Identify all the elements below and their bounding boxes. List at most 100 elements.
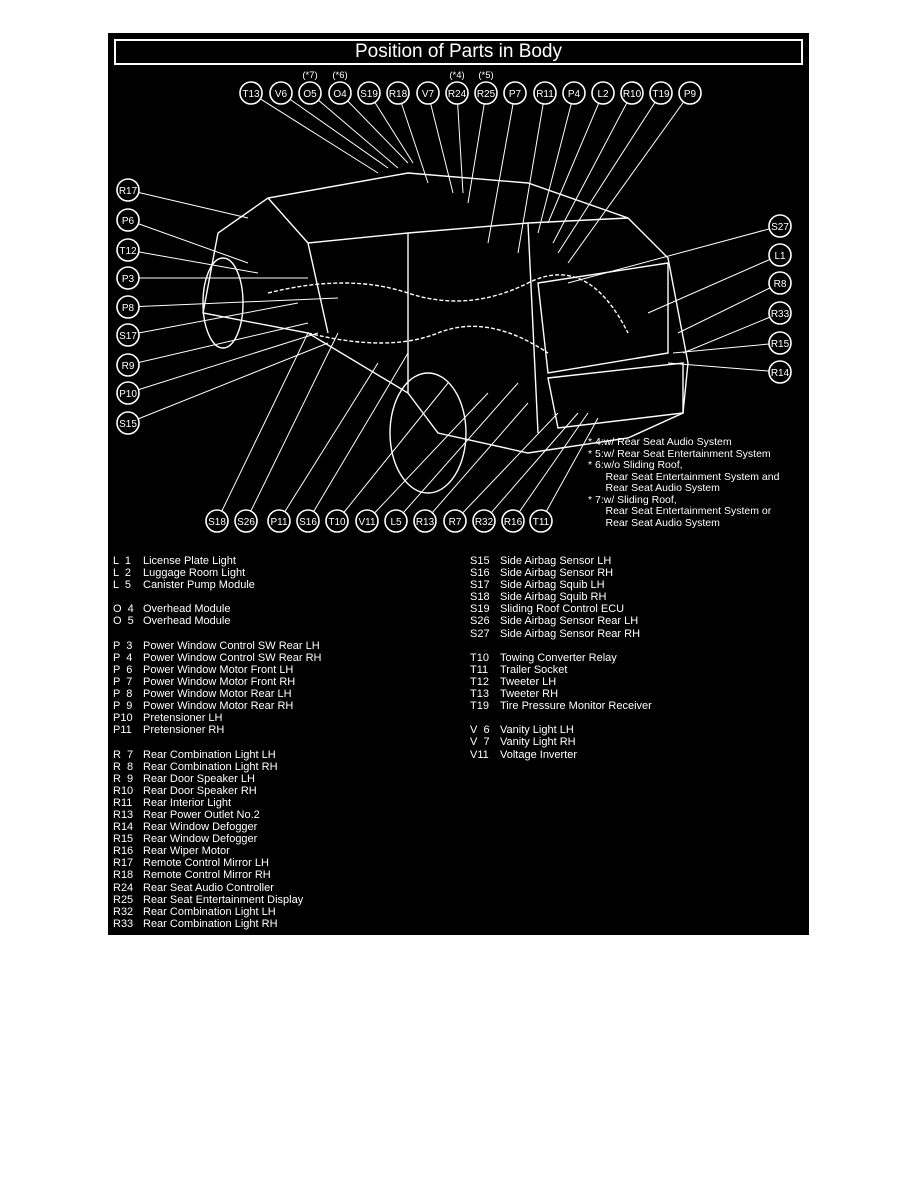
callout-label: P6	[122, 216, 135, 227]
callout-r7: R7	[443, 412, 559, 533]
callout-r32: R32	[472, 412, 579, 533]
legend-name: Rear Window Defogger	[143, 833, 258, 846]
callout-s15: S15	[116, 342, 329, 435]
legend-code: P 9	[113, 700, 133, 713]
callout-o5: O5(*7)	[298, 70, 399, 169]
callout-label: S26	[237, 517, 255, 528]
callout-circle	[355, 509, 379, 533]
callout-circle	[503, 81, 527, 105]
callout-label: P10	[119, 389, 137, 400]
callout-circle	[768, 214, 792, 238]
leader-line	[339, 92, 409, 164]
callout-label: T10	[328, 517, 346, 528]
legend-name: Pretensioner LH	[143, 712, 223, 725]
legend-name: Side Airbag Sensor RH	[500, 567, 614, 580]
callout-s19: S19	[357, 81, 414, 164]
legend-name: Rear Door Speaker LH	[143, 772, 255, 785]
callout-t12: T12	[116, 238, 259, 274]
legend-item: R24 Rear Seat Audio Controller	[113, 882, 322, 894]
legend-code: P11	[113, 724, 132, 737]
legend-code: L 2	[113, 567, 131, 580]
legend-name: Sliding Roof Control ECU	[500, 603, 625, 616]
leader-line	[127, 249, 259, 274]
callout-circle	[269, 81, 293, 105]
legend-code: R32	[113, 905, 134, 918]
callout-v7: V7	[416, 81, 454, 194]
callout-label: R18	[389, 89, 408, 100]
callout-circle	[384, 509, 408, 533]
leader-line	[366, 392, 489, 522]
legend-code: R10	[113, 784, 134, 797]
legend-name: Canister Pump Module	[143, 579, 255, 592]
callout-circle	[413, 509, 437, 533]
callout-circle	[768, 360, 792, 384]
legend-code: S26	[470, 615, 490, 628]
callout-circle	[591, 81, 615, 105]
callout-circle	[116, 238, 140, 262]
legend-code: P 7	[113, 675, 133, 688]
footnote-line: Rear Seat Entertainment System and	[588, 470, 780, 483]
legend-spacer	[113, 591, 322, 603]
legend-code: T12	[470, 675, 489, 688]
legend-name: Vanity Light LH	[500, 724, 574, 737]
legend-code: R33	[113, 917, 134, 930]
callout-note: (*6)	[332, 70, 347, 81]
legend-code: L 5	[113, 579, 131, 592]
legend-code: R14	[113, 821, 134, 834]
callout-label: S15	[119, 419, 137, 430]
callout-label: R11	[536, 89, 554, 100]
legend-name: Rear Seat Audio Controller	[143, 881, 274, 894]
callout-r9: R9	[116, 322, 309, 377]
callout-circle	[768, 331, 792, 355]
legend-code: R18	[113, 869, 134, 882]
callout-circle	[116, 208, 140, 232]
callout-label: P4	[568, 89, 581, 100]
leader-line	[427, 92, 454, 194]
leader-line	[567, 92, 691, 264]
callout-circle	[298, 81, 322, 105]
leader-line	[552, 92, 633, 244]
legend-code: T13	[470, 688, 489, 701]
legend-name: Tweeter LH	[500, 675, 557, 688]
callout-r17: R17	[116, 178, 249, 219]
callout-label: R13	[416, 517, 435, 528]
callout-p10: P10	[116, 332, 319, 405]
callout-circle	[562, 81, 586, 105]
callout-label: R17	[119, 186, 138, 197]
leader-line	[424, 402, 529, 522]
callout-circle	[328, 81, 352, 105]
callout-label: R14	[771, 368, 790, 379]
leader-line	[336, 382, 449, 522]
page-title: Position of Parts in Body	[114, 39, 803, 65]
callout-circle	[116, 411, 140, 435]
callout-circle	[325, 509, 349, 533]
legend-name: Towing Converter Relay	[500, 651, 617, 664]
leader-line	[250, 92, 379, 174]
footnote-line: Rear Seat Audio System	[588, 516, 720, 529]
callout-circle	[768, 243, 792, 267]
callout-circle	[386, 81, 410, 105]
callout-s27: S27	[567, 214, 792, 284]
legend-code: R24	[113, 881, 134, 894]
callout-label: P3	[122, 274, 135, 285]
callout-label: S27	[771, 222, 789, 233]
leader-line	[517, 92, 546, 254]
footnote-line: * 6:w/o Sliding Roof,	[588, 459, 683, 471]
legend-name: Vanity Light RH	[500, 736, 576, 749]
leader-line	[667, 362, 781, 373]
legend-code: V 7	[470, 736, 490, 749]
callout-l5: L5	[384, 382, 519, 533]
